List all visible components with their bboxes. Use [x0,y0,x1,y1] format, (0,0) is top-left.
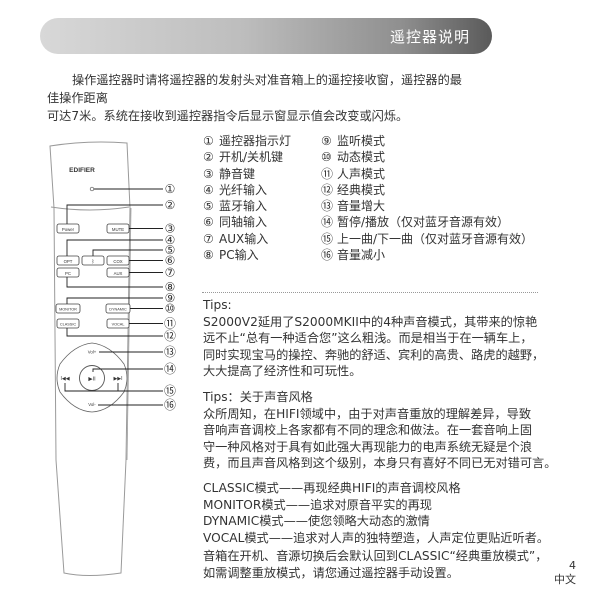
intro-line-2: 可达7米。系统在接收到遥控器指令后显示窗显示值会改变或闪烁。 [47,109,409,123]
callout-13: ⑬ [164,345,176,359]
pc-button[interactable]: PC [56,267,80,278]
bluetooth-button[interactable]: ᛒ [81,255,105,266]
svg-text:MUTE: MUTE [112,227,124,232]
svg-text:PC: PC [65,271,71,276]
svg-text:DYNAMIC: DYNAMIC [109,308,127,312]
callout-1: ① [165,182,176,196]
callout-8: ⑧ [165,280,176,294]
callout-3: ③ [165,222,176,236]
section-title: 遥控器说明 [389,28,470,46]
callout-15: ⑮ [164,384,176,398]
page-number: 4 [569,559,576,572]
mode-monitor: MONITOR模式——追求对原音平实的再现 [203,497,432,512]
note-line: 音箱在开机、音源切换后会默认回到CLASSIC“经典重放模式”， [203,549,548,563]
callout-11: ⑪ [164,317,176,331]
tips-line: 同时实现宝马的操控、奔驰的舒适、宾利的高贵、路虎的越野， [203,347,545,362]
remote-top-panel-line [50,206,130,211]
mode-dynamic: DYNAMIC模式——使您领略大动态的激情 [203,514,430,528]
aux-button[interactable]: AUX [106,267,130,278]
tips-line: 守一种风格对于具有如此强大再现能力的电声系统无疑是个浪 [203,439,533,454]
callout-12: ⑫ [164,329,176,343]
callout-14: ⑭ [164,362,176,376]
dynamic-button[interactable]: DYNAMIC [105,303,131,314]
svg-text:Power: Power [62,227,75,232]
note-line: 如需调整重放模式，请您通过遥控器手动设置。 [203,565,459,580]
intro-line-1: 操作遥控器时请将遥控器的发射头对准音箱上的遥控接收窗，遥控器的最佳操作距离 [47,73,462,105]
default-mode-note: 音箱在开机、音源切换后会默认回到CLASSIC“经典重放模式”， 如需调整重放模… [203,548,563,581]
mode-classic: CLASSIC模式——再现经典HIFI的声音调校风格 [203,481,461,495]
intro-paragraph: 操作遥控器时请将遥控器的发射头对准音箱上的遥控接收窗，遥控器的最佳操作距离 可达… [47,71,467,125]
tips-title: Tips: [203,298,232,312]
tips-line: S2000V2延用了S2000MKII中的4种声音模式，其带来的惊艳 [203,314,538,329]
opt-button[interactable]: OPT [56,255,80,266]
callout-9: ⑨ [165,291,176,305]
callout-10: ⑩ [165,302,176,316]
callout-5: ⑤ [165,243,176,257]
power-button[interactable]: Power [56,223,80,234]
tips-section-2: Tips：关于声音风格 众所周知，在HIFI领域中，由于对声音重放的理解差异，导… [203,389,563,472]
callout-numbers: ① ② ③ ④ ⑤ ⑥ ⑦ ⑧ ⑨ ⑩ ⑪ ⑫ ⑬ ⑭ ⑮ ⑯ [164,182,176,412]
callout-2: ② [165,198,176,212]
bluetooth-icon: ᛒ [91,259,94,265]
play-pause-button[interactable] [79,365,105,391]
remote-brand-logo: EDIFIER [69,167,95,174]
page-language: 中文 [554,573,576,586]
volume-up-button[interactable]: Vol+ [88,350,97,355]
dotted-divider [202,292,538,293]
tips-line: 大大提高了经济性和可玩性。 [203,364,362,378]
section-header-bar: 遥控器说明 [40,18,492,54]
previous-track-button[interactable]: I◀◀ [60,376,69,382]
page-footer: 4 中文 [554,559,576,587]
classic-button[interactable]: CLASSIC [56,318,80,329]
sound-modes-list: CLASSIC模式——再现经典HIFI的声音调校风格 MONITOR模式——追求… [203,480,563,546]
mode-vocal: VOCAL模式——追求对人声的独特塑造，人声定位更贴近听者。 [203,530,550,545]
callout-6: ⑥ [165,254,176,268]
next-track-button[interactable]: ▶▶I [113,376,122,382]
vocal-button[interactable]: VOCAL [106,318,130,329]
cox-button[interactable]: COX [106,255,130,266]
tips-line: 远不止“总有一种适合您”这么粗浅。而是相当于在一辆车上， [203,331,533,345]
tips-line: 费，而且声音风格到这个级别，本身只有喜好不同已无对错可言。 [203,456,557,470]
indicator-led [89,186,95,192]
svg-text:OPT: OPT [64,259,73,264]
remote-control-diagram: EDIFIER Power MUTE OPT ᛒ COX PC AUX MONI… [49,141,176,576]
svg-text:CLASSIC: CLASSIC [60,323,77,327]
callout-7: ⑦ [165,266,176,280]
callout-16: ⑯ [164,398,176,412]
svg-text:COX: COX [113,259,122,264]
volume-down-button[interactable]: Vol- [88,402,96,407]
svg-text:VOCAL: VOCAL [112,323,125,327]
callout-4: ④ [165,233,176,247]
tips-section-1: Tips: S2000V2延用了S2000MKII中的4种声音模式，其带来的惊艳… [203,297,563,380]
tips-line: 音响声音调校上各家都有不同的理念和做法。在一套音响上固 [203,423,533,437]
svg-text:MONITOR: MONITOR [59,308,77,312]
svg-text:AUX: AUX [114,271,123,276]
mute-button[interactable]: MUTE [106,223,130,234]
monitor-button[interactable]: MONITOR [55,303,81,314]
callout-leader-lines [64,188,163,406]
tips-line: 众所周知，在HIFI领域中，由于对声音重放的理解差异，导致 [203,406,532,421]
play-pause-icon: ▶II [88,377,96,383]
tips-title: Tips：关于声音风格 [203,390,313,404]
